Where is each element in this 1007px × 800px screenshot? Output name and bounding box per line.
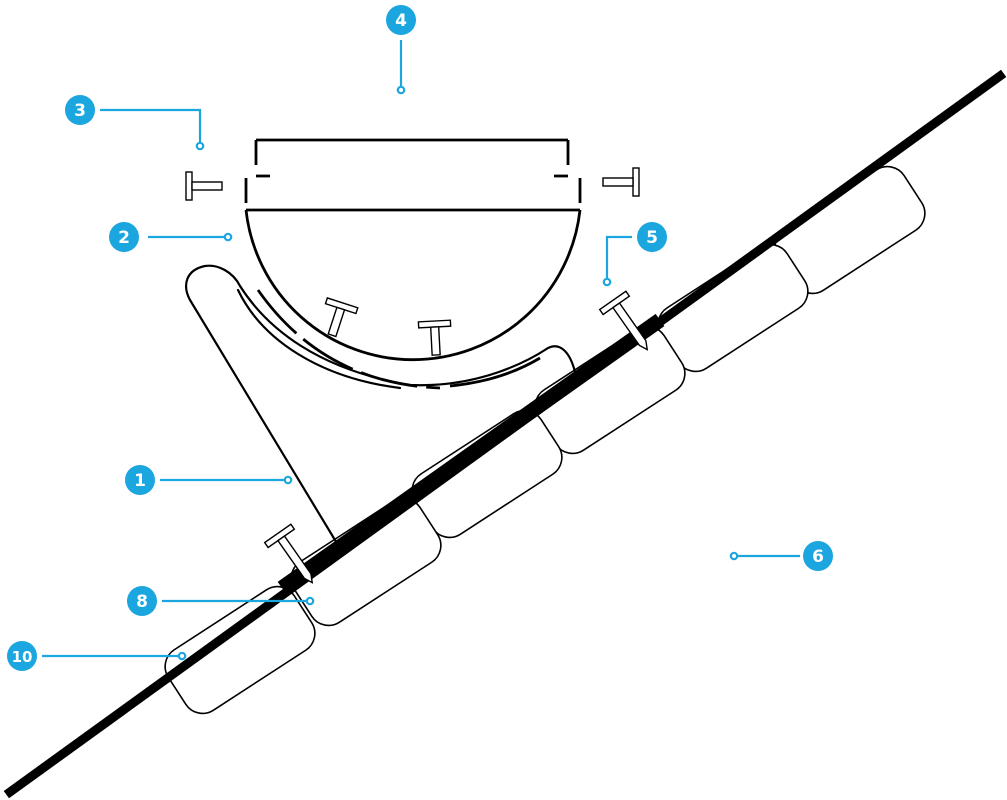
badge-5: 5 <box>637 222 667 252</box>
badge-4-label: 4 <box>395 11 407 31</box>
badge-10: 10 <box>7 641 37 671</box>
badge-6-label: 6 <box>812 547 824 567</box>
gutter-rim <box>254 138 570 178</box>
badge-1-label: 1 <box>134 471 146 491</box>
badge-8-label: 8 <box>136 592 148 612</box>
bolt-inner-right <box>417 319 452 356</box>
bolt-inner-left <box>324 297 359 338</box>
hook-bracket <box>185 264 577 547</box>
bolts <box>185 167 649 584</box>
callouts <box>42 40 800 661</box>
screw-upper <box>598 290 649 351</box>
badge-4: 4 <box>386 5 416 35</box>
screw-lower <box>263 523 314 584</box>
badge-2-label: 2 <box>118 228 130 248</box>
badge-6: 6 <box>803 541 833 571</box>
badge-8: 8 <box>127 586 157 616</box>
bolt-right <box>602 167 640 197</box>
badge-3: 3 <box>65 95 95 125</box>
bolt-left <box>185 171 223 201</box>
roof-tile <box>290 497 442 627</box>
badges: 1 2 3 4 5 6 8 10 <box>7 5 833 671</box>
badge-2: 2 <box>109 222 139 252</box>
gutter <box>244 178 582 390</box>
badge-3-label: 3 <box>74 101 86 121</box>
badge-1: 1 <box>125 465 155 495</box>
badge-10-label: 10 <box>12 648 33 666</box>
roof-tiles <box>164 165 926 715</box>
badge-5-label: 5 <box>646 228 658 248</box>
roof-batten <box>3 69 1007 799</box>
roof-tile <box>164 585 316 715</box>
